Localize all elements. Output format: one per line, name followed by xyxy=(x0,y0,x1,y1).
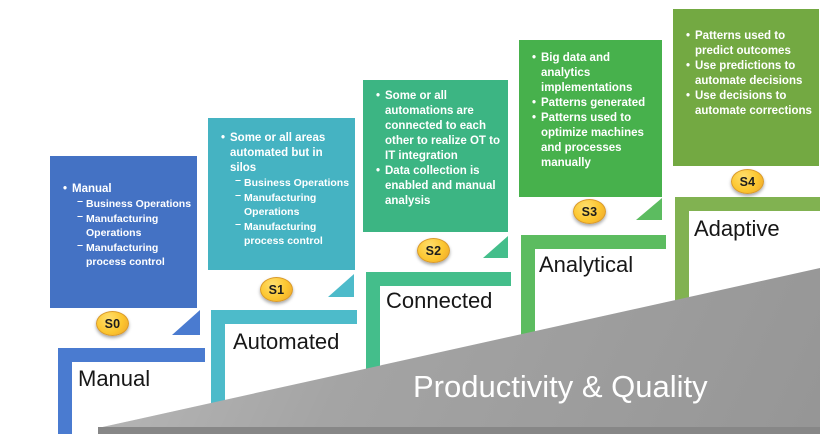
bullet-dot-icon: • xyxy=(531,97,537,109)
stage-s3-card: •Big data and analytics implementations•… xyxy=(519,40,662,197)
stage-s0-step-bar-vertical xyxy=(58,348,72,434)
bullet-item: • Some or all automations are connected t… xyxy=(363,89,504,164)
bullet-item: –Manufacturing process control xyxy=(208,217,351,249)
bullet-item: • Big data and analytics implementations xyxy=(519,51,658,96)
stage-s0-bullet-list: •Manual–Business Operations–Manufacturin… xyxy=(50,182,193,270)
bullet-text: Business Operations xyxy=(244,177,350,189)
stage-s4-step-bar-horizontal xyxy=(675,197,820,211)
stage-s4-badge: S4 xyxy=(731,169,764,194)
bullet-text: Manufacturing process control xyxy=(86,241,165,269)
bullet-text: Some or all areas automated but in silos xyxy=(230,132,326,174)
stage-s3-badge: S3 xyxy=(573,199,606,224)
bullet-text: Use decisions to automate corrections xyxy=(695,90,812,117)
bullet-text: Manufacturing process control xyxy=(244,220,323,248)
stage-s2-step-bar-horizontal xyxy=(366,272,511,286)
bullet-item: • Manual xyxy=(50,182,193,197)
ramp-base-edge xyxy=(98,427,820,434)
bullet-text: Use predictions to automate decisions xyxy=(695,60,803,87)
bullet-text: Manual xyxy=(72,183,112,195)
stage-s1-label: Automated xyxy=(233,329,340,354)
bullet-item: • Patterns used to optimize machines and … xyxy=(519,111,658,171)
stage-s3-fold-triangle-icon xyxy=(636,198,662,220)
stage-s1-card: • Some or all areas automated but in silo… xyxy=(208,118,355,270)
bullet-item: –Manufacturing Operations xyxy=(50,209,193,241)
bullet-dash-icon: – xyxy=(77,195,83,207)
bullet-text: Business Operations xyxy=(86,198,192,210)
stage-s3-badge-label: S3 xyxy=(581,204,598,219)
bullet-text: Data collection is enabled and manual an… xyxy=(385,165,496,207)
stage-s4-bullet-list: • Patterns used to predict outcomes • Use p… xyxy=(673,29,815,119)
bullet-item: –Manufacturing process control xyxy=(50,238,193,270)
bullet-text: Manufacturing Operations xyxy=(86,212,159,240)
bullet-item: –Manufacturing Operations xyxy=(208,188,351,220)
stage-s4-card: • Patterns used to predict outcomes • Use p… xyxy=(673,9,819,166)
stage-s0-badge-label: S0 xyxy=(104,316,121,331)
stage-s0-fold-triangle-icon xyxy=(172,310,200,335)
stage-s0-card: •Manual–Business Operations–Manufacturin… xyxy=(50,156,197,308)
bullet-dash-icon: – xyxy=(77,238,83,251)
bullet-item: • Use decisions to automate corrections xyxy=(673,89,815,119)
stage-s4-badge-label: S4 xyxy=(739,174,756,189)
stage-s0-step-bar-horizontal xyxy=(58,348,205,362)
bullet-dash-icon: – xyxy=(235,188,241,201)
ramp-label: Productivity & Quality xyxy=(413,369,708,404)
stage-s1-bullet-list: • Some or all areas automated but in silo… xyxy=(208,131,351,249)
bullet-dash-icon: – xyxy=(235,217,241,230)
stage-s0-badge: S0 xyxy=(96,311,129,336)
bullet-item: • Some or all areas automated but in silo… xyxy=(208,131,351,176)
bullet-text: Patterns used to predict outcomes xyxy=(695,30,791,57)
stage-s1-step-bar-horizontal xyxy=(211,310,357,324)
bullet-dot-icon: • xyxy=(685,60,691,72)
stage-s1-badge-label: S1 xyxy=(268,282,285,297)
bullet-dot-icon: • xyxy=(62,183,68,195)
bullet-dot-icon: • xyxy=(685,30,691,42)
stage-s3-step-bar-horizontal xyxy=(521,235,666,249)
stage-s2-label: Connected xyxy=(386,288,493,313)
stage-s2-fold-triangle-icon xyxy=(483,236,508,258)
stage-s0-label: Manual xyxy=(78,366,151,391)
stage-s3-label: Analytical xyxy=(539,252,634,277)
bullet-dash-icon: – xyxy=(235,174,241,186)
stage-s2-card: • Some or all automations are connected t… xyxy=(363,80,508,232)
bullet-text: Some or all automations are connected to… xyxy=(385,90,501,162)
bullet-dot-icon: • xyxy=(220,132,226,144)
bullet-dot-icon: • xyxy=(685,90,691,102)
bullet-text: Manufacturing Operations xyxy=(244,191,317,219)
stage-s2-badge: S2 xyxy=(417,238,450,263)
bullet-item: –Business Operations xyxy=(50,195,193,212)
bullet-item: –Business Operations xyxy=(208,174,351,191)
bullet-item: • Use predictions to automate decisions xyxy=(673,59,815,89)
stage-s4-label: Adaptive xyxy=(694,216,780,241)
stage-s1-badge: S1 xyxy=(260,277,293,302)
bullet-item: • Patterns used to predict outcomes xyxy=(673,29,815,59)
stage-s2-bullet-list: • Some or all automations are connected t… xyxy=(363,89,504,209)
stage-s2-badge-label: S2 xyxy=(425,243,442,258)
bullet-item: • Patterns generated xyxy=(519,96,658,111)
bullet-text: Big data and analytics implementations xyxy=(541,52,633,94)
bullet-text: Patterns generated xyxy=(541,97,646,109)
bullet-dot-icon: • xyxy=(375,90,381,102)
bullet-dash-icon: – xyxy=(77,209,83,222)
bullet-text: Patterns used to optimize machines and p… xyxy=(541,112,644,169)
bullet-dot-icon: • xyxy=(375,165,381,177)
bullet-item: • Data collection is enabled and manual a… xyxy=(363,164,504,209)
bullet-dot-icon: • xyxy=(531,52,537,64)
bullet-dot-icon: • xyxy=(531,112,537,124)
stage-s1-fold-triangle-icon xyxy=(328,274,354,297)
stage-s3-bullet-list: •Big data and analytics implementations•… xyxy=(519,51,658,171)
